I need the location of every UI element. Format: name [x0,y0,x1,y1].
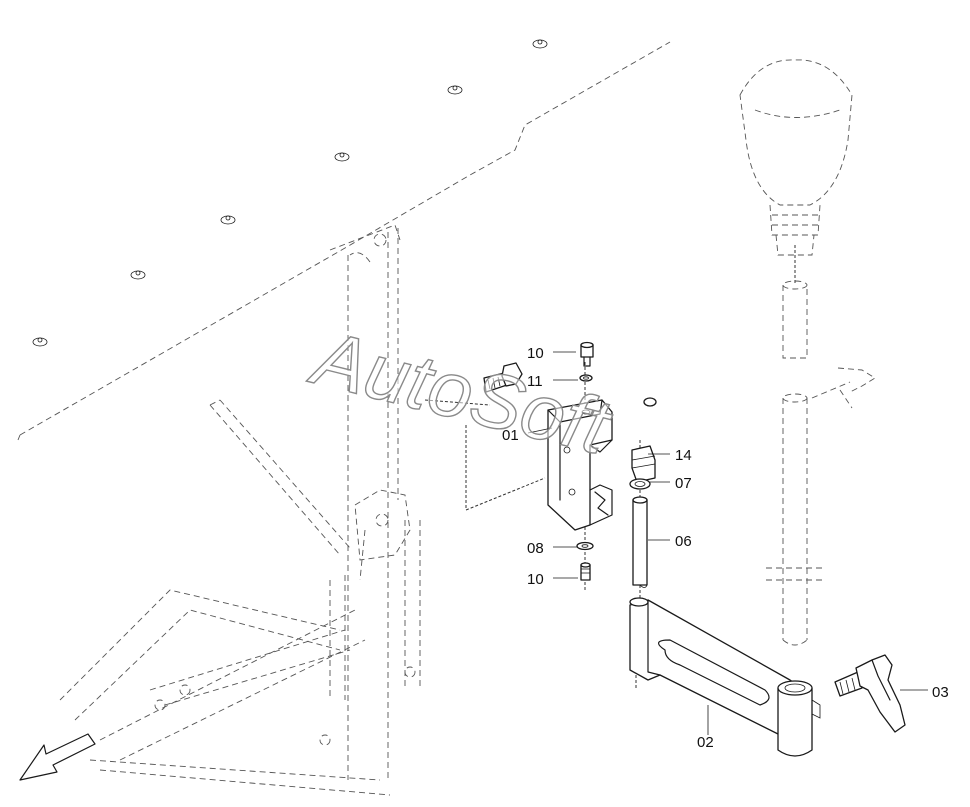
latch-part-14 [631,445,656,483]
machine-frame [17,39,671,796]
washer-part-07 [629,478,651,490]
beacon-mast [766,280,876,646]
assembly-lines [424,245,796,690]
washer-part-11 [579,374,593,382]
callout-01: 01 [502,427,519,444]
callout-14: 14 [675,447,692,464]
callout-labels: 10 11 01 14 07 06 08 10 02 03 [502,345,949,751]
beacon-lamp [739,59,853,256]
bracket-part-01 [547,399,613,531]
watermark: AutoSoft [302,312,621,472]
callout-11: 11 [527,373,543,390]
callout-03: 03 [932,684,949,701]
screw-part-10-lower [580,562,591,581]
callout-07: 07 [675,475,692,492]
pin-part-06 [632,496,648,588]
callout-06: 06 [675,533,692,550]
horizontal-bolt [483,362,657,407]
direction-arrow [19,733,96,781]
arm-part-02 [629,597,821,757]
clamp-lever-part-03 [834,654,906,733]
leader-lines [527,351,928,735]
roof-bolts [32,39,548,347]
callout-10-upper: 10 [527,345,544,362]
screw-part-10-upper [580,341,594,367]
callout-08: 08 [527,540,544,557]
callout-10-lower: 10 [527,571,544,588]
callout-02: 02 [697,734,714,751]
washer-part-08 [576,541,594,551]
